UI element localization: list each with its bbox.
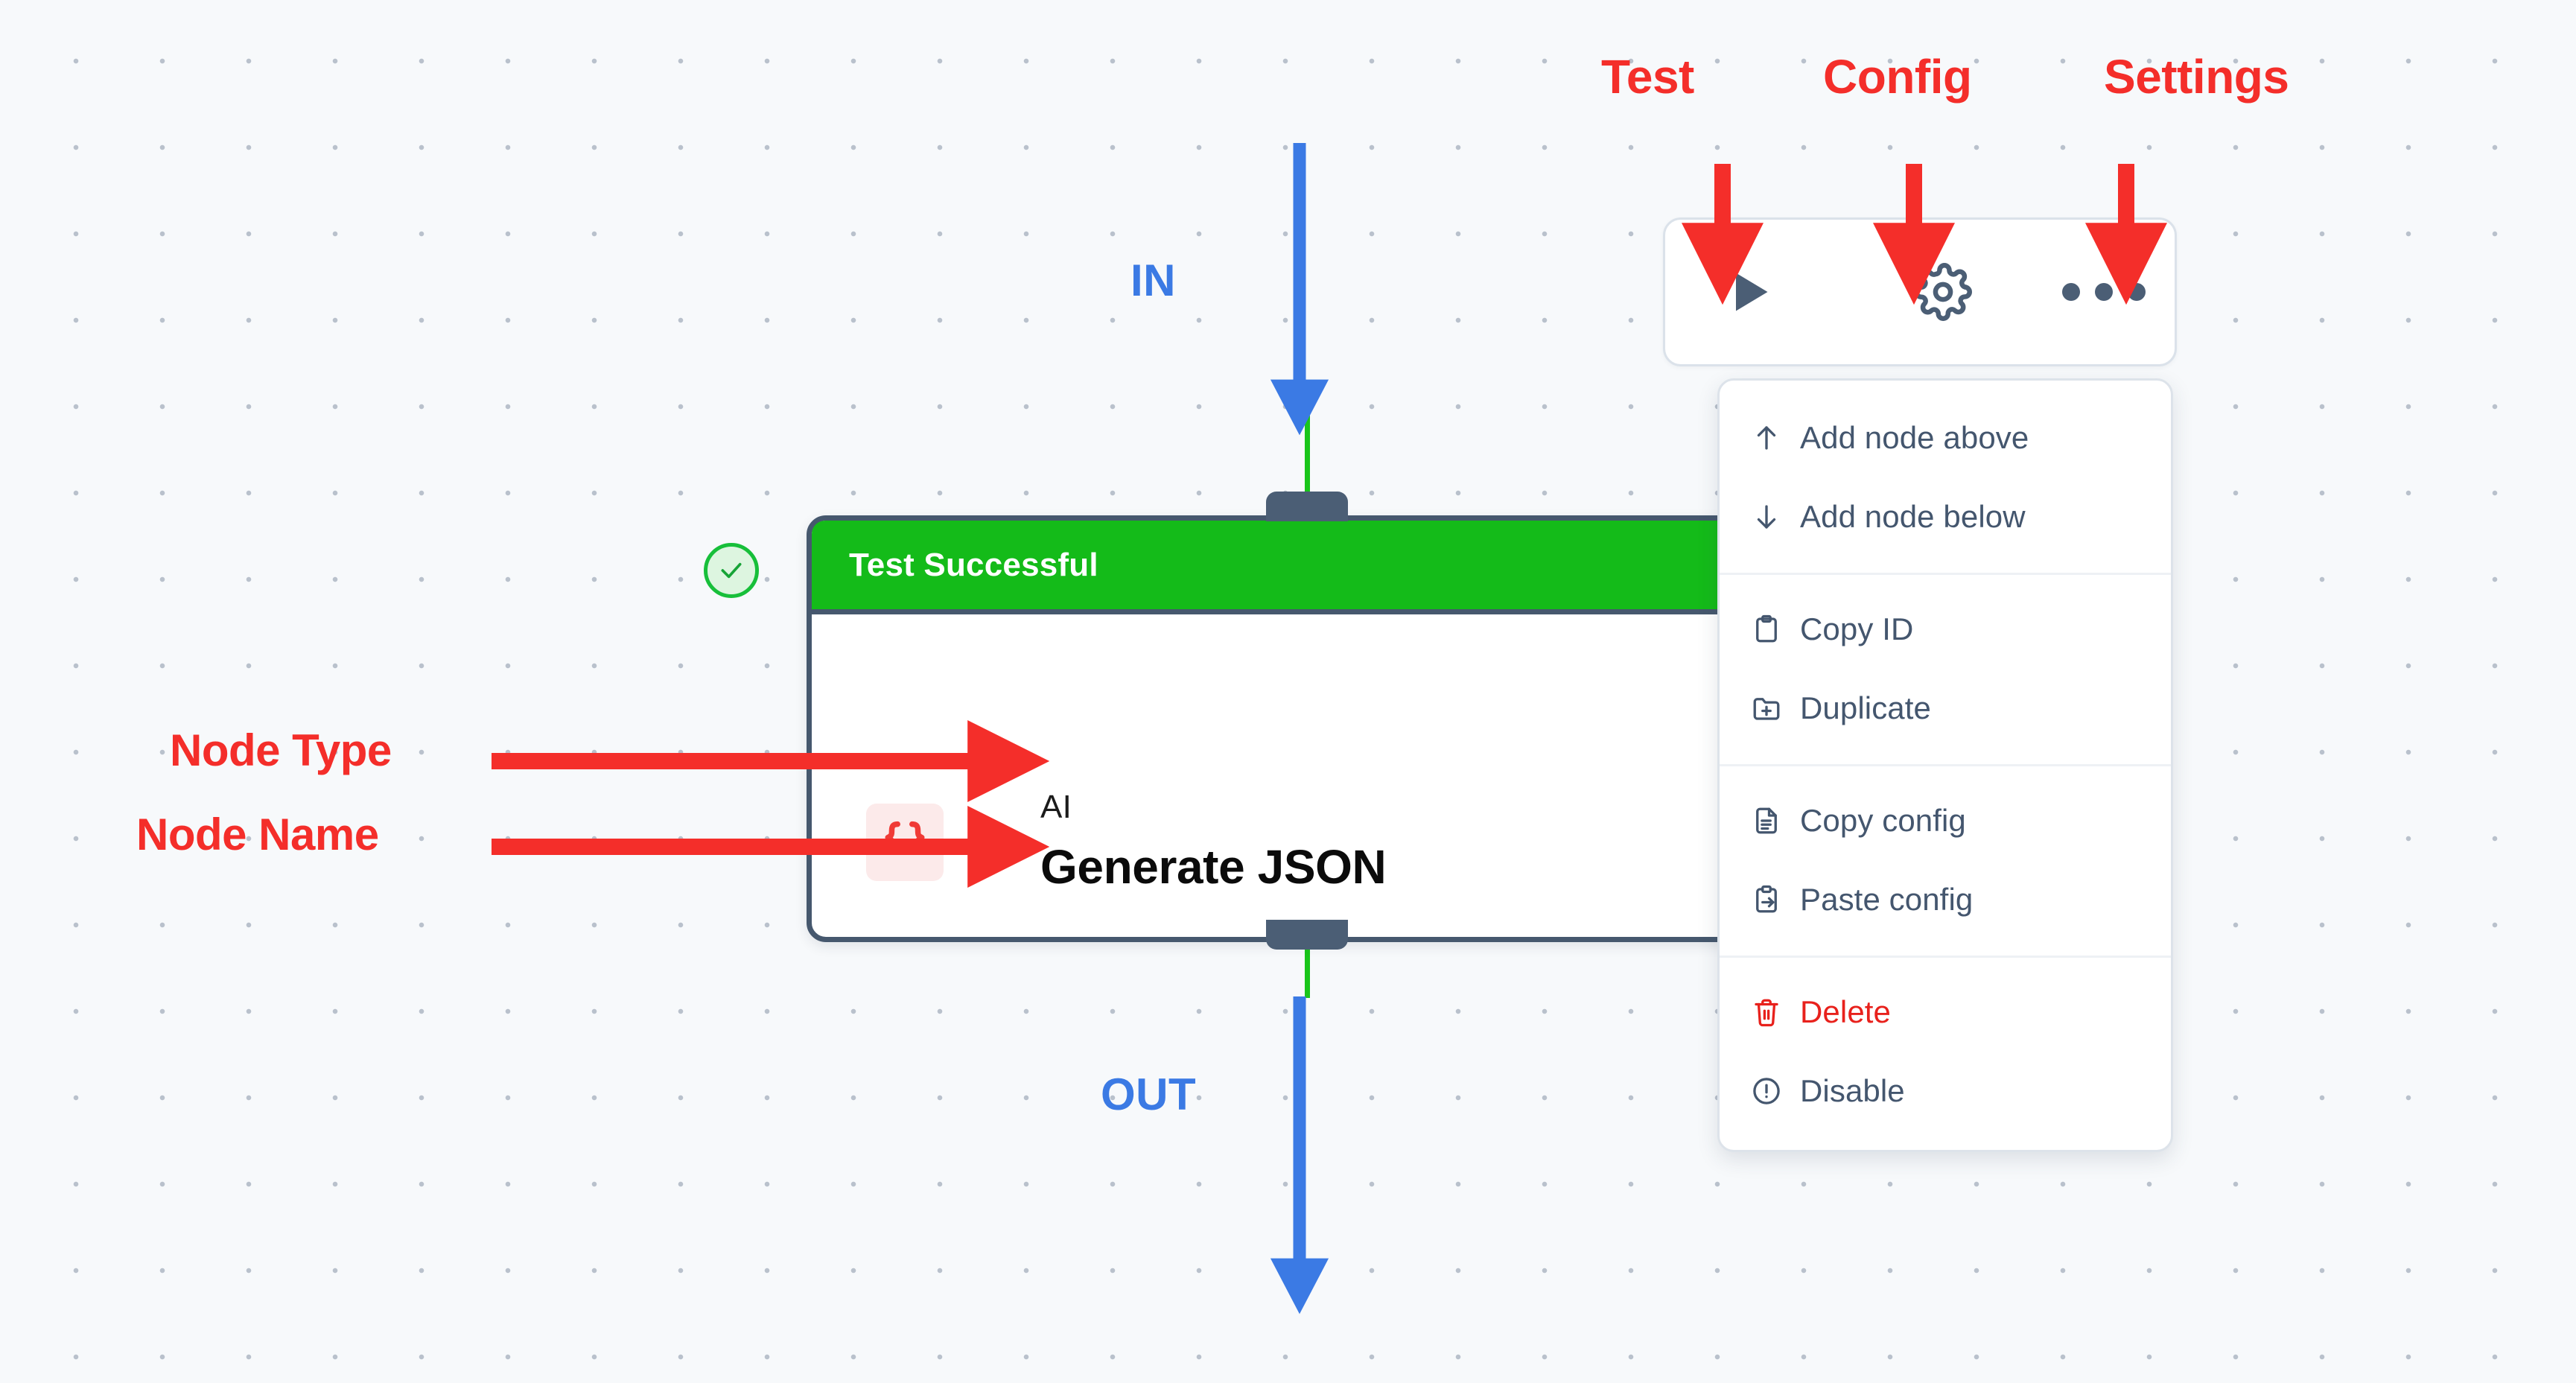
menu-item-add-node-below[interactable]: Add node below bbox=[1720, 477, 2171, 556]
menu-item-label: Paste config bbox=[1800, 882, 1974, 917]
menu-item-label: Copy ID bbox=[1800, 611, 1914, 646]
menu-divider bbox=[1720, 764, 2171, 766]
exclamation-circle-icon bbox=[1751, 1075, 1791, 1107]
annotation-config-label: Config bbox=[1823, 50, 1972, 104]
arrow-down-icon bbox=[1751, 501, 1791, 532]
menu-divider bbox=[1720, 573, 2171, 575]
folder-plus-icon bbox=[1751, 693, 1791, 724]
input-handle[interactable] bbox=[1266, 492, 1348, 521]
ellipsis-icon bbox=[2062, 283, 2146, 301]
output-wire-green bbox=[1305, 947, 1310, 998]
menu-item-label: Delete bbox=[1800, 994, 1892, 1029]
output-handle[interactable] bbox=[1266, 920, 1348, 950]
menu-item-label: Disable bbox=[1800, 1073, 1905, 1108]
annotation-node-name-label: Node Name bbox=[136, 810, 379, 859]
menu-divider bbox=[1720, 956, 2171, 958]
node-type-label: AI bbox=[1040, 789, 1072, 825]
status-badge bbox=[704, 543, 759, 598]
test-button[interactable] bbox=[1665, 220, 1865, 364]
gear-icon bbox=[1914, 263, 1972, 321]
menu-item-copy-config[interactable]: Copy config bbox=[1720, 781, 2171, 860]
menu-item-duplicate[interactable]: Duplicate bbox=[1720, 669, 2171, 748]
json-braces-icon bbox=[866, 804, 944, 881]
annotation-settings-label: Settings bbox=[2104, 50, 2289, 104]
node-context-menu[interactable]: Add node above Add node below Copy ID bbox=[1717, 378, 2173, 1152]
clipboard-arrow-icon bbox=[1751, 884, 1791, 915]
menu-item-add-node-above[interactable]: Add node above bbox=[1720, 398, 2171, 477]
document-lines-icon bbox=[1751, 805, 1791, 836]
menu-item-label: Duplicate bbox=[1800, 690, 1931, 725]
settings-button[interactable] bbox=[2033, 220, 2175, 364]
node-toolbar[interactable] bbox=[1663, 217, 2177, 366]
annotation-node-type-label: Node Type bbox=[170, 725, 392, 775]
menu-item-label: Add node below bbox=[1800, 499, 2026, 534]
menu-item-copy-id[interactable]: Copy ID bbox=[1720, 590, 2171, 669]
input-label: IN bbox=[1130, 255, 1176, 305]
menu-item-label: Copy config bbox=[1800, 803, 1966, 838]
node-status-title: Test Successful bbox=[849, 546, 1098, 583]
menu-item-disable[interactable]: Disable bbox=[1720, 1052, 2171, 1131]
node-name-label: Generate JSON bbox=[1040, 840, 1387, 894]
play-icon bbox=[1736, 273, 1768, 311]
menu-item-label: Add node above bbox=[1800, 420, 2029, 455]
menu-item-paste-config[interactable]: Paste config bbox=[1720, 860, 2171, 939]
clipboard-icon bbox=[1751, 614, 1791, 645]
check-icon bbox=[721, 562, 742, 579]
output-label: OUT bbox=[1101, 1069, 1197, 1119]
config-button[interactable] bbox=[1872, 220, 2014, 364]
arrow-up-icon bbox=[1751, 422, 1791, 454]
input-wire-green bbox=[1305, 414, 1310, 496]
annotation-test-label: Test bbox=[1601, 50, 1694, 104]
menu-item-delete[interactable]: Delete bbox=[1720, 973, 2171, 1052]
trash-icon bbox=[1751, 996, 1791, 1028]
